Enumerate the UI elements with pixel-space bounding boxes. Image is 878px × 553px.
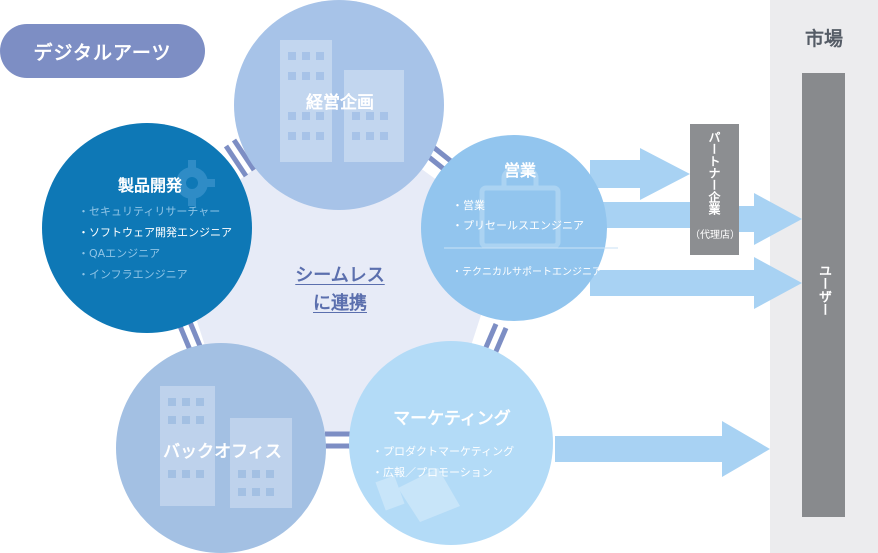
megaphone-icon bbox=[375, 468, 460, 522]
connectors bbox=[177, 138, 509, 449]
building-icon bbox=[280, 40, 404, 162]
connector-sales-marketing-2 bbox=[491, 327, 509, 357]
user-label: ユーザー bbox=[816, 264, 831, 316]
partner-sub: （代理店） bbox=[690, 230, 740, 241]
connector-product-management-2 bbox=[231, 138, 257, 172]
list-item: ・営業 bbox=[452, 199, 485, 212]
product-title: 製品開発 bbox=[117, 176, 182, 195]
arrow-sales-to-partner bbox=[590, 148, 690, 200]
partner-box bbox=[690, 124, 739, 255]
center-label: シームレス に連携 bbox=[270, 262, 410, 318]
center-label-line2: に連携 bbox=[313, 293, 367, 314]
connector-product-backoffice bbox=[177, 325, 193, 351]
arrows bbox=[555, 148, 802, 477]
marketing-title: マーケティング bbox=[393, 409, 511, 429]
management-title: 経営企画 bbox=[306, 93, 374, 113]
sales-list: ・営業 ・プリセールスエンジニア bbox=[452, 196, 627, 236]
list-item: ・QAエンジニア bbox=[78, 247, 161, 260]
briefcase-icon bbox=[479, 167, 561, 249]
gear-icon bbox=[169, 160, 215, 206]
list-item: ・ソフトウェア開発エンジニア bbox=[78, 226, 232, 239]
backoffice-title: バックオフィス bbox=[163, 442, 282, 462]
list-item: ・プリセールスエンジニア bbox=[452, 219, 584, 232]
sales-title: 営業 bbox=[503, 161, 536, 180]
arrow-marketing-to-user bbox=[555, 421, 770, 477]
market-title: 市場 bbox=[804, 28, 843, 50]
center-label-line1: シームレス bbox=[295, 265, 385, 286]
arrow-partner-to-user bbox=[739, 193, 802, 245]
company-badge: デジタルアーツ bbox=[0, 24, 205, 78]
connector-management-sales bbox=[430, 144, 454, 164]
arrow-sales-to-user bbox=[590, 202, 690, 228]
user-bar bbox=[802, 73, 845, 517]
arrow-support-to-user bbox=[590, 257, 802, 309]
list-item: ・インフラエンジニア bbox=[78, 268, 188, 281]
connector-product-backoffice-2 bbox=[187, 321, 203, 347]
product-list: ・セキュリティリサーチャー ・ソフトウェア開発エンジニア ・QAエンジニア ・イ… bbox=[78, 201, 258, 285]
list-item: ・テクニカルサポートエンジニア bbox=[452, 267, 602, 278]
node-sales bbox=[421, 135, 607, 321]
building-icon bbox=[160, 386, 292, 508]
sales-list-2: ・テクニカルサポートエンジニア bbox=[452, 262, 627, 283]
partner-label: パートナー企業 bbox=[707, 131, 721, 215]
list-item: ・セキュリティリサーチャー bbox=[78, 205, 221, 218]
list-item: ・プロダクトマーケティング bbox=[372, 445, 515, 458]
list-item: ・広報／プロモーション bbox=[372, 466, 493, 479]
marketing-list: ・プロダクトマーケティング ・広報／プロモーション bbox=[372, 441, 552, 483]
connector-product-management bbox=[223, 144, 249, 178]
